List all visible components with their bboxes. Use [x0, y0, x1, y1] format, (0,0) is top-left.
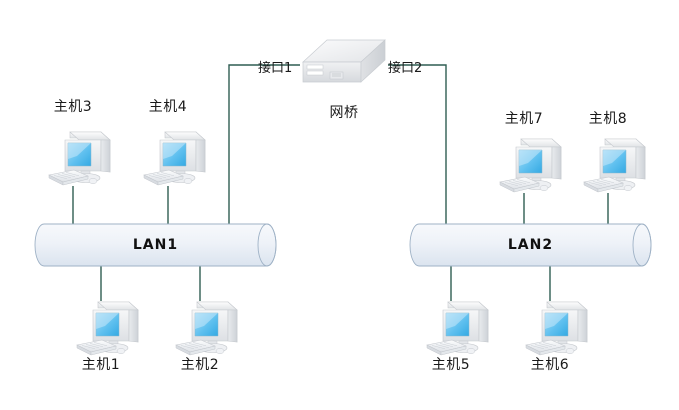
computer-icon [579, 133, 653, 207]
host-host4[interactable] [139, 126, 213, 200]
host7-label: 主机7 [504, 111, 544, 127]
lan-cylinder-icon [409, 223, 652, 267]
host1-label: 主机1 [81, 357, 121, 373]
host4-label: 主机4 [148, 99, 188, 115]
host-host8[interactable] [579, 133, 653, 207]
computer-icon [495, 133, 569, 207]
bridge-device[interactable] [300, 38, 388, 96]
link-port1-lan1 [228, 64, 300, 224]
lan1-label: LAN1 [132, 237, 179, 253]
host2-label: 主机2 [180, 357, 220, 373]
bridge-port1-label: 接口1 [258, 61, 293, 76]
network-bus-lan1[interactable]: LAN1 [33, 222, 278, 268]
host5-label: 主机5 [431, 357, 471, 373]
bridge-port2-label: 接口2 [388, 61, 423, 76]
link-port2-lan2 [388, 64, 447, 224]
bridge-label: 网桥 [329, 105, 359, 121]
host-host3[interactable] [44, 126, 118, 200]
host3-label: 主机3 [53, 99, 93, 115]
host8-label: 主机8 [588, 111, 628, 127]
computer-icon [139, 126, 213, 200]
lan-cylinder-icon [34, 223, 277, 267]
lan2-label: LAN2 [507, 237, 554, 253]
computer-icon [44, 126, 118, 200]
bridge-device-icon [302, 39, 386, 83]
host6-label: 主机6 [530, 357, 570, 373]
host-host7[interactable] [495, 133, 569, 207]
network-bus-lan2[interactable]: LAN2 [408, 222, 653, 268]
